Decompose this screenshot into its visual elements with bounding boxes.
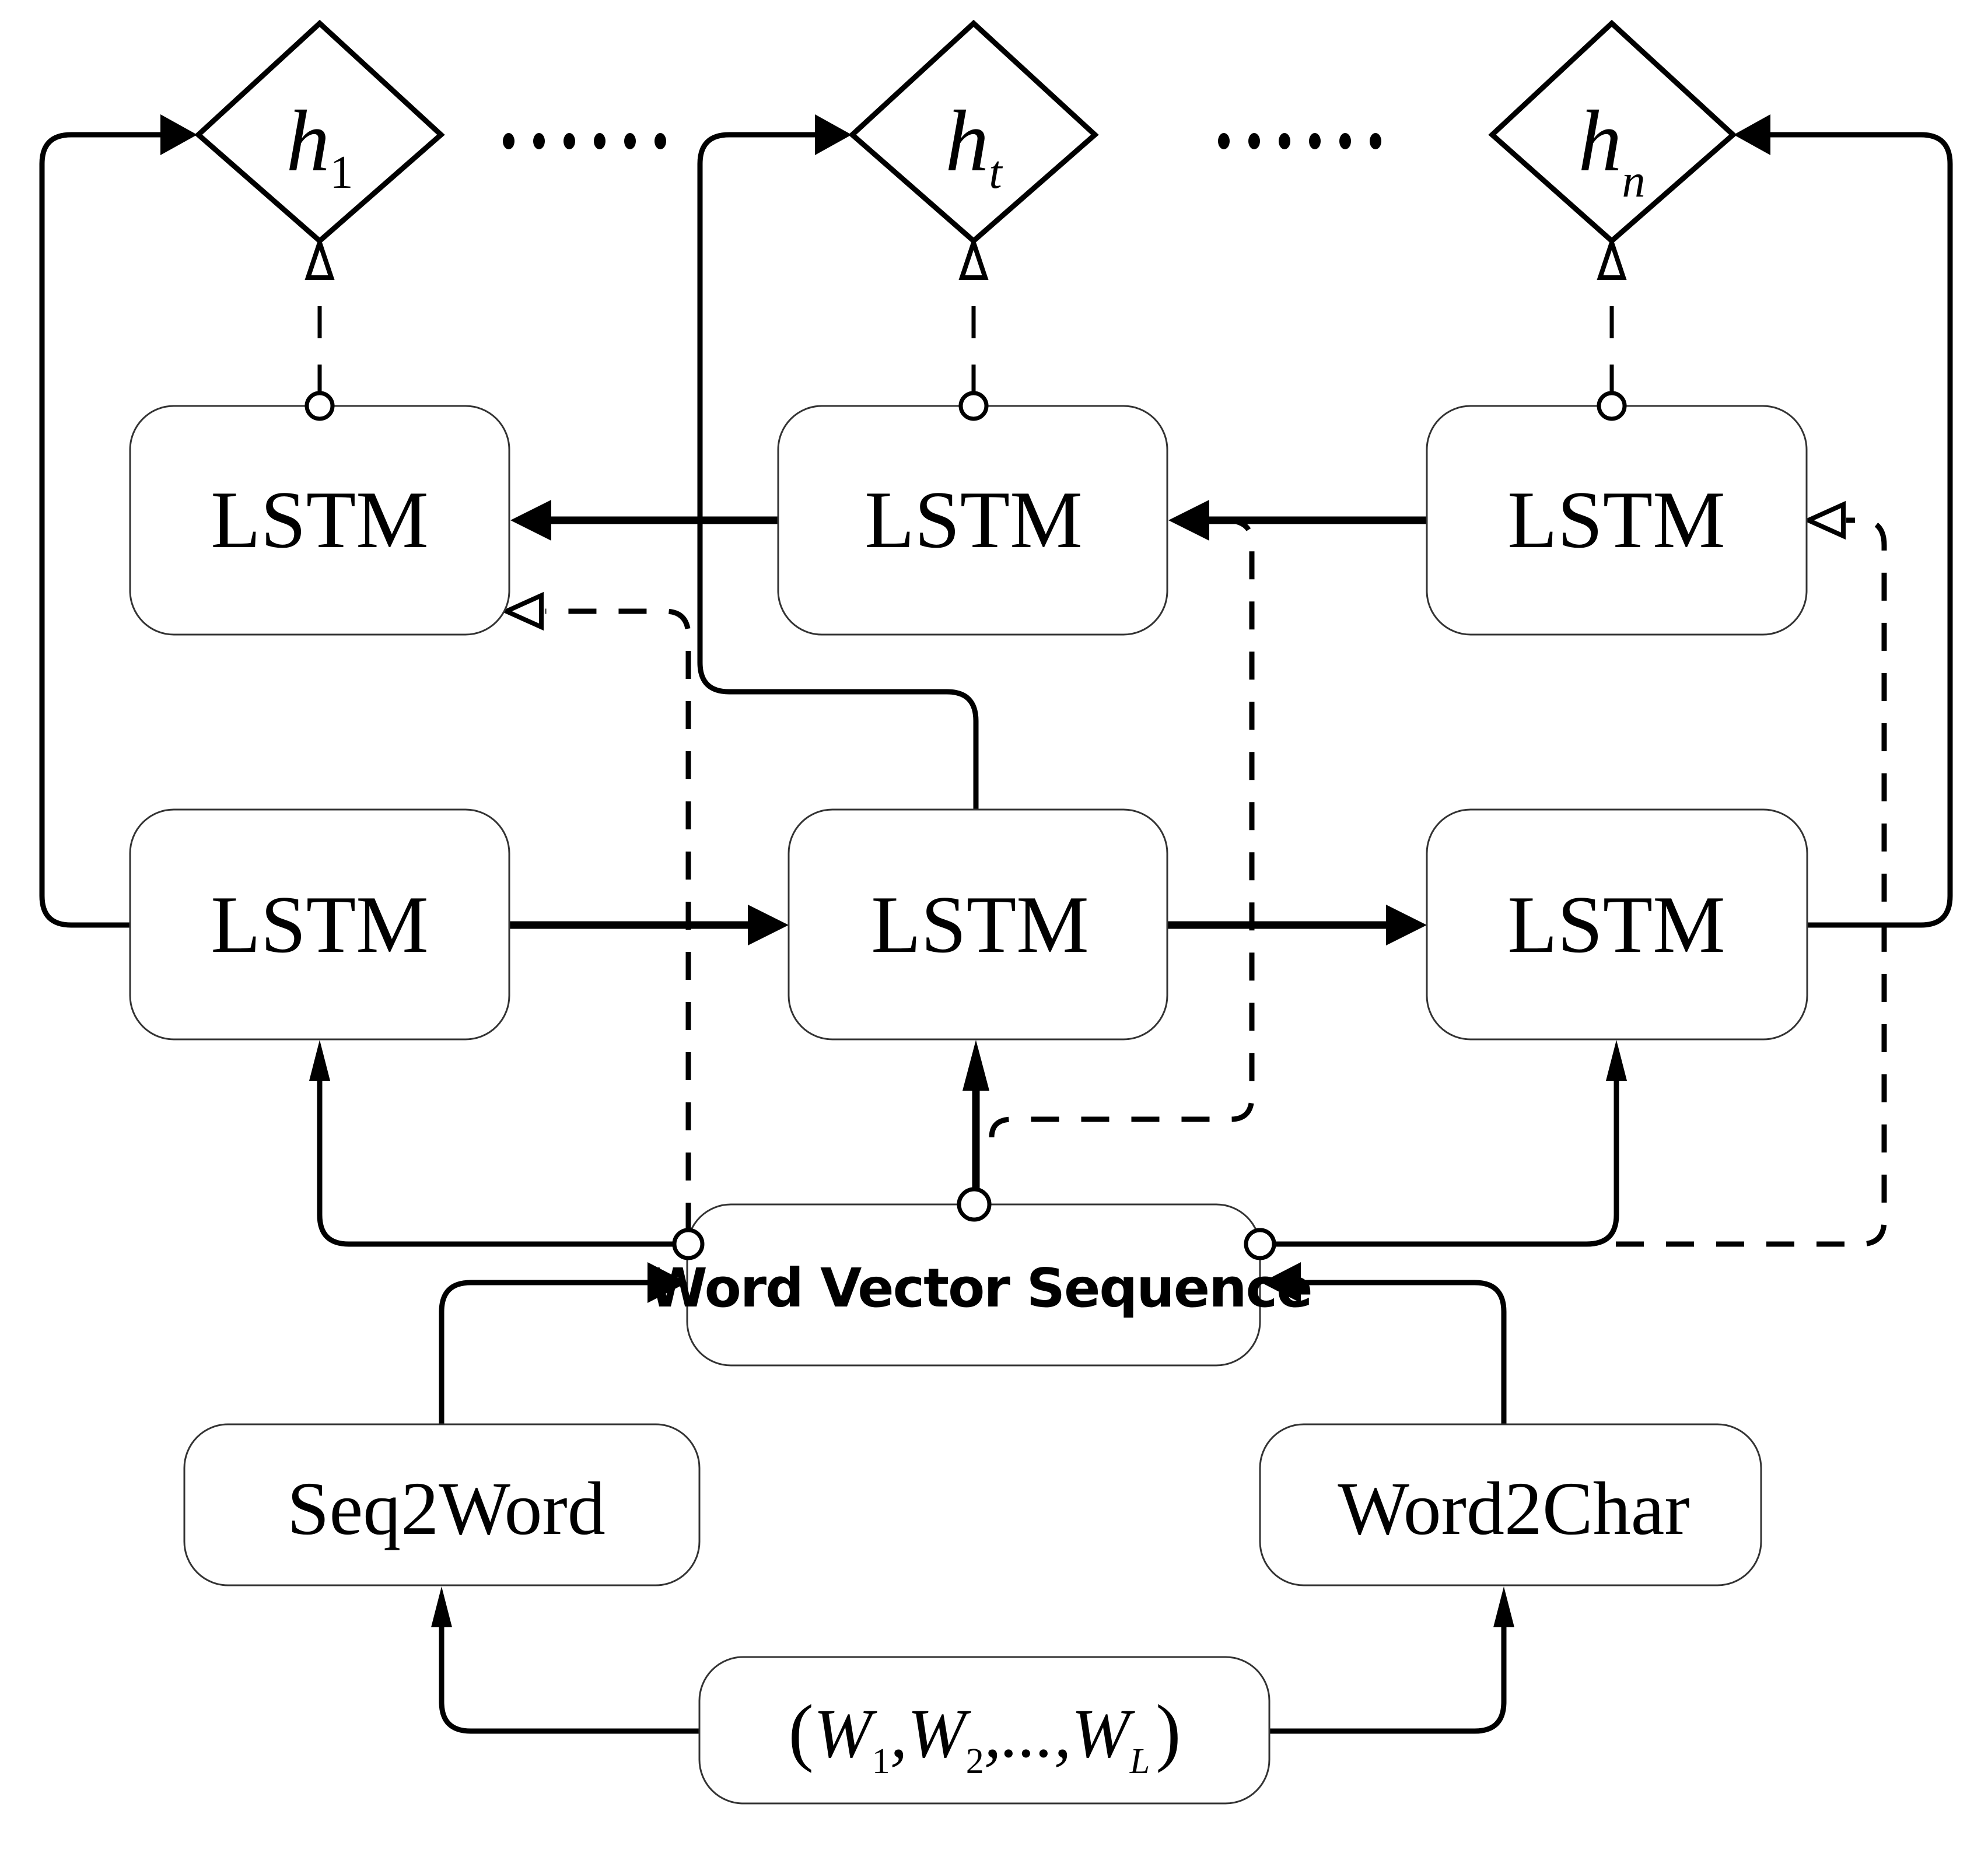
input-sequence: (W1,W2,...,WL) xyxy=(698,1656,1270,1805)
word2char-label: Word2Char xyxy=(1338,1467,1689,1551)
lstm-back-1: LSTM xyxy=(129,405,510,636)
arrowhead-wvs-left xyxy=(648,1262,687,1303)
lstm-fwd-n: LSTM xyxy=(1426,808,1808,1041)
port-wvs-right-front xyxy=(1244,1228,1276,1260)
edge-fwdn-to-hn xyxy=(1768,132,1953,928)
edge-wvs-to-fwdn xyxy=(1260,1079,1619,1247)
arrowhead-hollow-h1 xyxy=(304,235,335,280)
diamond-hn xyxy=(1488,19,1737,244)
arrowhead-wvs-right xyxy=(1261,1262,1301,1303)
arrowhead-hollow-back1 xyxy=(501,591,544,631)
arrowhead-fwd1 xyxy=(309,1040,330,1081)
arrowhead-fwdn-up xyxy=(1606,1040,1627,1081)
lstm-back-t: LSTM xyxy=(777,405,1168,636)
edge-wvs-to-fwd1 xyxy=(317,1079,687,1247)
port-backn xyxy=(1597,391,1627,421)
input-sequence-label: (W1,W2,...,WL) xyxy=(789,1690,1181,1781)
word2char: Word2Char xyxy=(1259,1423,1762,1586)
diamond-ht xyxy=(848,19,1099,244)
ellipsis-left xyxy=(503,133,666,149)
edge-input-to-seq2word xyxy=(439,1627,699,1734)
arrowhead-back1 xyxy=(510,500,551,541)
seq2word-label: Seq2Word xyxy=(287,1467,606,1551)
arrowhead-seq2word xyxy=(431,1586,452,1627)
lstm-back-n-label: LSTM xyxy=(1507,475,1725,565)
lstm-fwd-n-label: LSTM xyxy=(1507,880,1725,970)
output-ht-label: ht xyxy=(945,93,1003,198)
lstm-back-1-label: LSTM xyxy=(211,475,428,565)
output-hn-label: hn xyxy=(1578,93,1646,207)
arrowhead-hollow-hn xyxy=(1597,235,1627,280)
port-back1 xyxy=(304,391,335,421)
arrowhead-backt xyxy=(1168,500,1209,541)
port-wvs-left-front xyxy=(672,1228,705,1260)
word-vector-sequence: Word Vector Sequence xyxy=(648,1203,1313,1367)
edge-wvs-to-backt xyxy=(989,517,1255,1138)
edge-wvs-to-back1 xyxy=(545,608,691,1231)
arrowhead-fwdt-up xyxy=(963,1040,989,1091)
lstm-back-n: LSTM xyxy=(1426,405,1808,636)
edge-fwdt-to-ht xyxy=(697,132,979,810)
output-ht: ht xyxy=(848,19,1099,244)
edge-word2char-to-wvs xyxy=(1298,1280,1507,1424)
edge-seq2word-to-wvs xyxy=(439,1280,650,1424)
arrowhead-hn xyxy=(1734,114,1770,155)
output-h1: h1 xyxy=(194,19,445,244)
lstm-fwd-1-label: LSTM xyxy=(211,880,428,970)
arrowhead-ht xyxy=(815,114,852,155)
edge-input-to-word2char xyxy=(1269,1627,1507,1734)
seq2word: Seq2Word xyxy=(183,1423,701,1586)
arrowhead-h1 xyxy=(160,114,197,155)
arrowhead-fwdn xyxy=(1386,905,1427,945)
port-backt xyxy=(958,391,989,421)
lstm-back-t-label: LSTM xyxy=(864,475,1082,565)
arrowhead-hollow-backn xyxy=(1803,500,1846,540)
word-vector-sequence-label: Word Vector Sequence xyxy=(648,1257,1311,1319)
lstm-fwd-t: LSTM xyxy=(788,808,1168,1041)
edge-fwd1-to-h1 xyxy=(39,132,163,928)
edge-wvs-to-backn xyxy=(1616,517,1887,1247)
port-wvs-top-front xyxy=(957,1187,992,1222)
arrowhead-word2char xyxy=(1493,1586,1514,1627)
output-h1-label: h1 xyxy=(286,93,354,198)
lstm-fwd-t-label: LSTM xyxy=(871,880,1088,970)
diamond-h1 xyxy=(194,19,445,244)
arrowhead-fwdt xyxy=(748,905,789,945)
output-hn: hn xyxy=(1488,19,1737,244)
arrowhead-hollow-ht xyxy=(958,235,989,280)
ellipsis-right xyxy=(1218,133,1381,149)
lstm-fwd-1: LSTM xyxy=(129,808,510,1041)
